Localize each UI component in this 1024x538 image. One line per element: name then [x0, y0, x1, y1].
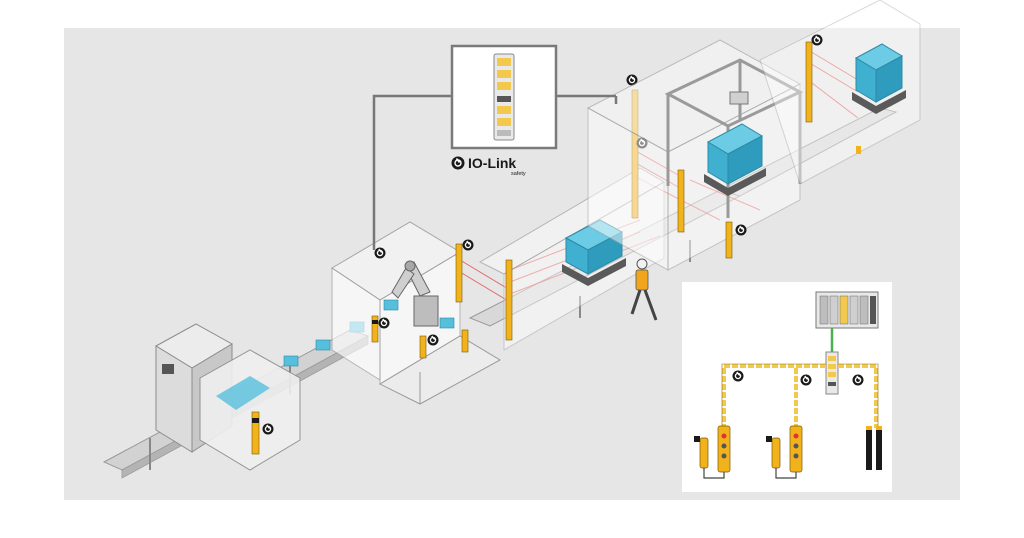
io-link-bus-cables	[722, 364, 878, 428]
emergency-stop-station-1	[694, 425, 731, 479]
pallet-stack-outfeed	[852, 43, 906, 114]
station-palletiser	[586, 0, 921, 271]
plc-icon	[815, 291, 879, 329]
io-link-symbol-icon	[451, 156, 465, 170]
pallet-stack-gantry	[704, 123, 766, 196]
station-robot-cell	[331, 221, 502, 405]
worker-icon	[630, 258, 658, 321]
io-link-brand: IO-Link	[468, 155, 516, 171]
io-link-master-callout: IO-Link safety	[372, 44, 618, 250]
station-packing-machine	[155, 323, 301, 471]
emergency-stop-station-2	[766, 425, 803, 479]
io-link-master-module	[493, 53, 515, 141]
io-link-tagline: safety	[511, 171, 526, 177]
wiring-topology-inset	[682, 282, 892, 492]
light-curtain-icon	[866, 426, 882, 470]
io-link-logo: IO-Link safety	[451, 155, 526, 177]
robot-arm-icon	[391, 260, 439, 327]
